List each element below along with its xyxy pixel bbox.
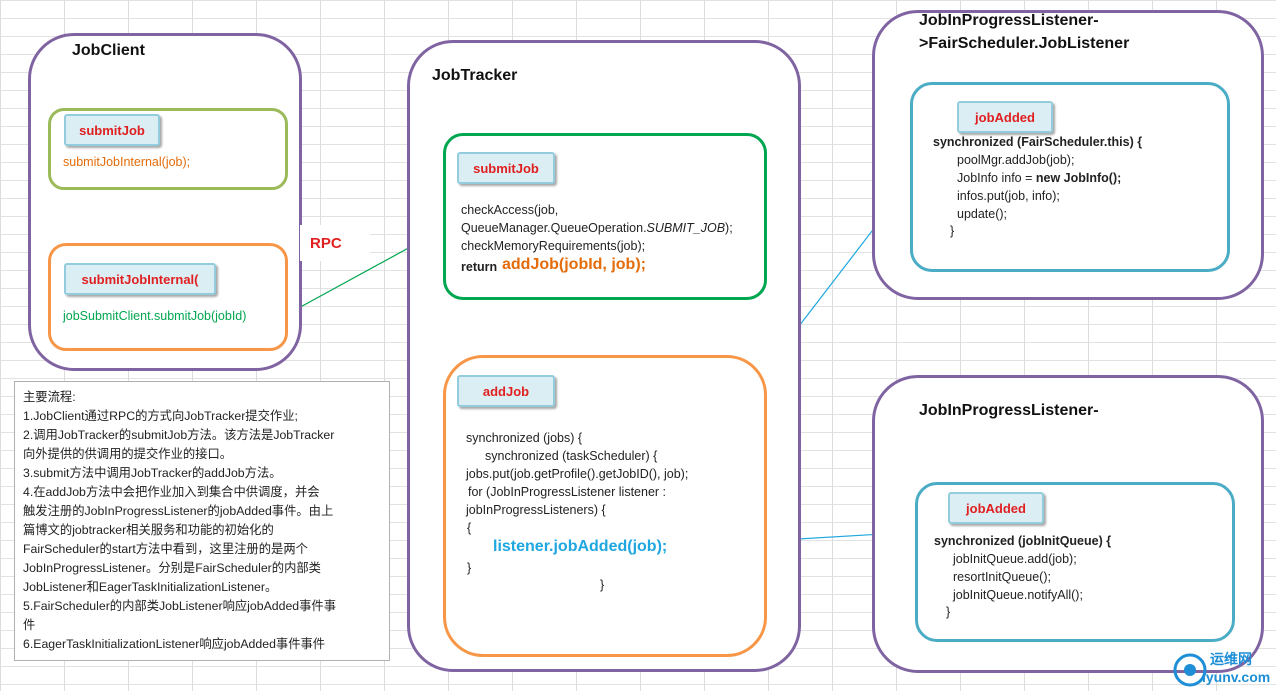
addjob-code-sync-jobs: synchronized (jobs) { xyxy=(466,431,583,445)
jobtracker-code-addjob-call: addJob(jobId, job); xyxy=(502,256,646,273)
watermark-line2: iyunv.com xyxy=(1202,669,1270,685)
addjob-code-for: for (JobInProgressListener listener : xyxy=(468,485,667,499)
jobtracker-submitjob-chip: submitJob xyxy=(457,152,555,184)
fair-code-jobinfo-new: new JobInfo(); xyxy=(1035,171,1122,185)
fair-code-jobinfo-prefix: JobInfo info = xyxy=(957,171,1036,185)
jobtracker-code-checkmemory: checkMemoryRequirements(job); xyxy=(461,239,646,253)
queueop-prefix: QueueManager.QueueOperation. xyxy=(461,221,647,235)
notes-line: 向外提供的供调用的提交作业的接口。 xyxy=(23,447,233,461)
notes-line: 主要流程: xyxy=(23,390,76,404)
fair-code-close-brace: } xyxy=(950,224,955,238)
fair-code-infos-put: infos.put(job, info); xyxy=(957,189,1060,203)
logo-ring-icon xyxy=(1173,653,1207,687)
jobtracker-code-queueop: QueueManager.QueueOperation.SUBMIT_JOB); xyxy=(461,221,733,235)
eager-code-close-brace: } xyxy=(946,605,951,619)
jobclient-internal-code: jobSubmitClient.submitJob(jobId) xyxy=(63,309,247,323)
jobclient-internal-box xyxy=(48,243,288,351)
notes-line: 4.在addJob方法中会把作业加入到集合中供调度，并会 xyxy=(23,485,320,499)
eager-listener-jobadded-chip: jobAdded xyxy=(948,492,1044,524)
process-notes: 主要流程: 1.JobClient通过RPC的方式向JobTracker提交作业… xyxy=(14,381,390,661)
jobclient-submitjob-code: submitJobInternal(job); xyxy=(63,155,191,169)
logo-dot-icon xyxy=(1184,664,1196,676)
eager-listener-title: JobInProgressListener- xyxy=(919,402,1099,419)
fair-code-sync: synchronized (FairScheduler.this) { xyxy=(933,135,1143,149)
jobtracker-title: JobTracker xyxy=(432,67,518,84)
notes-line: 5.FairScheduler的内部类JobListener响应jobAdded… xyxy=(23,599,337,613)
notes-line: 件 xyxy=(23,618,36,632)
rpc-label: RPC xyxy=(300,225,370,261)
fair-listener-title-line2: >FairScheduler.JobListener xyxy=(919,35,1130,52)
jobclient-internal-chip: submitJobInternal( xyxy=(64,263,216,295)
eager-code-queue-add: jobInitQueue.add(job); xyxy=(953,552,1077,566)
jobclient-submitjob-box xyxy=(48,108,288,190)
jobtracker-code-checkaccess: checkAccess(job, xyxy=(461,203,559,217)
notes-line: 篇博文的jobtracker相关服务和功能的初始化的 xyxy=(23,523,274,537)
addjob-code-listeners: jobInProgressListeners) { xyxy=(466,503,606,517)
addjob-code-close-brace-1: } xyxy=(467,561,472,575)
eager-code-notify: jobInitQueue.notifyAll(); xyxy=(953,588,1083,602)
eager-code-resort: resortInitQueue(); xyxy=(953,570,1051,584)
queueop-constant: SUBMIT_JOB xyxy=(646,221,726,235)
notes-line: 触发注册的JobInProgressListener的jobAdded事件。由上 xyxy=(23,504,334,518)
fair-code-pool-add: poolMgr.addJob(job); xyxy=(957,153,1075,167)
jobclient-title: JobClient xyxy=(72,42,145,59)
addjob-code-sync-scheduler: synchronized (taskScheduler) { xyxy=(485,449,658,463)
addjob-code-jobs-put: jobs.put(job.getProfile().getJobID(), jo… xyxy=(466,467,689,481)
eager-code-sync: synchronized (jobInitQueue) { xyxy=(934,534,1112,548)
watermark-logo: 运维网 iyunv.com xyxy=(1173,651,1270,687)
notes-line: 3.submit方法中调用JobTracker的addJob方法。 xyxy=(23,466,282,480)
fair-listener-jobadded-chip: jobAdded xyxy=(957,101,1053,133)
fair-code-jobinfo: JobInfo info = new JobInfo(); xyxy=(957,171,1121,185)
jobtracker-code-return: return xyxy=(461,260,498,274)
notes-line: JobInProgressListener。分别是FairScheduler的内… xyxy=(23,561,321,575)
notes-line: JobListener和EagerTaskInitializationListe… xyxy=(23,580,278,594)
addjob-code-listener-call: listener.jobAdded(job); xyxy=(493,538,668,555)
jobclient-submitjob-chip: submitJob xyxy=(64,114,160,146)
addjob-code-open-brace: { xyxy=(467,521,472,535)
jobtracker-addjob-box xyxy=(443,355,767,657)
fair-listener-title-line1: JobInProgressListener- xyxy=(919,12,1099,29)
jobtracker-addjob-chip: addJob xyxy=(457,375,555,407)
addjob-code-close-brace-2: } xyxy=(600,578,605,592)
notes-line: 2.调用JobTracker的submitJob方法。该方法是JobTracke… xyxy=(23,428,335,442)
watermark-line1: 运维网 xyxy=(1210,651,1252,668)
notes-line: 6.EagerTaskInitializationListener响应jobAd… xyxy=(23,637,326,651)
notes-line: 1.JobClient通过RPC的方式向JobTracker提交作业; xyxy=(23,409,298,423)
fair-code-update: update(); xyxy=(957,207,1008,221)
notes-line: FairScheduler的start方法中看到，这里注册的是两个 xyxy=(23,542,308,556)
queueop-suffix: ); xyxy=(725,221,733,235)
